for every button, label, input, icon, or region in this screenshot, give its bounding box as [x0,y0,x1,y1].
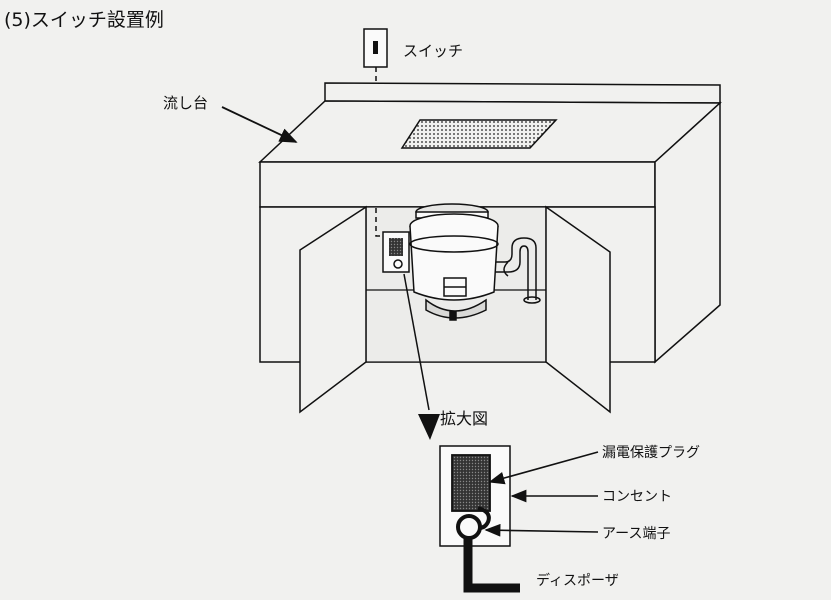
leakage-plug-box [451,454,491,512]
leakage-plug-label: 漏電保護プラグ [602,445,700,461]
wall-switch [363,28,388,68]
sink-label: 流し台 [163,94,208,112]
disposer-label: ディスポーザ [536,572,619,589]
sink-pointer-arrow [221,106,298,143]
disposer-cord [463,538,520,593]
sink-basin [400,119,558,149]
right-door [545,205,611,414]
left-door [299,205,367,414]
switch-label: スイッチ [403,42,463,60]
leakage-plug-pointer [488,451,599,485]
outlet-label: コンセント [602,489,672,505]
cabinet-outlet [375,208,410,273]
disposer-unit [409,203,499,321]
earth-terminal-label: アース端子 [602,526,670,542]
earth-terminal-ring [456,514,482,540]
drain-pipe [495,237,541,304]
zoom-arrowhead [418,414,440,440]
page-title: (5)スイッチ設置例 [4,9,164,31]
earth-terminal-pointer [484,523,599,537]
enlarged-label: 拡大図 [440,409,488,428]
zoom-leader-line [403,273,430,411]
enlarged-outlet [439,445,520,593]
